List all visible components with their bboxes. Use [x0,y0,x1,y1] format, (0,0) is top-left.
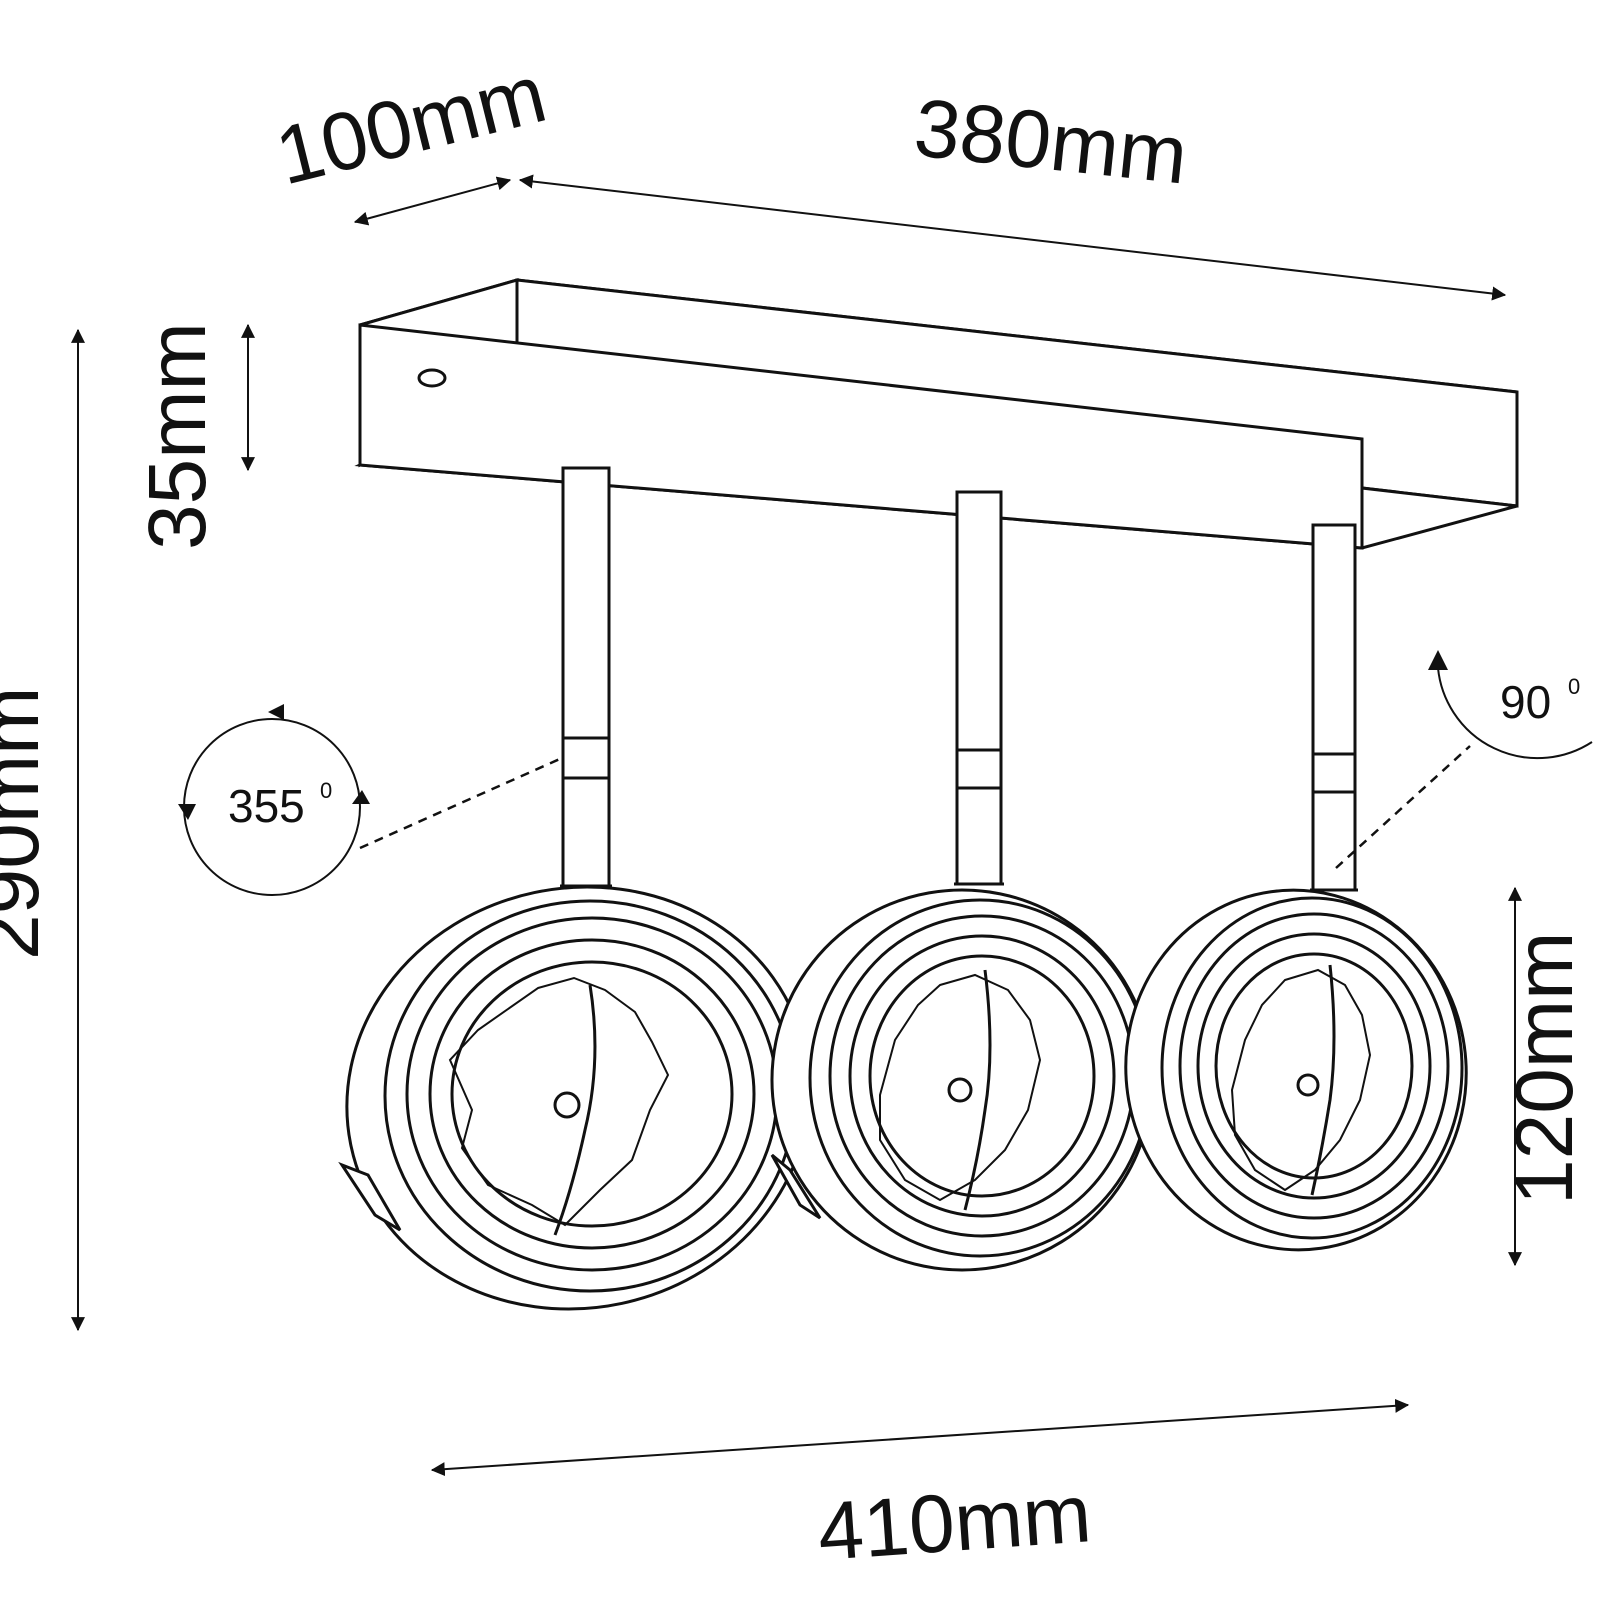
spotlight-right [1124,523,1468,1252]
ceiling-bar [354,278,1519,550]
length-dimension-line [518,174,1507,301]
horizontal-rotation-indicator: 355 0 [178,704,563,896]
tilt-rotation-value: 90 [1500,676,1551,728]
tilt-rotation-unit: 0 [1568,674,1580,699]
total-height-label: 290mm [0,687,56,960]
depth-label: 100mm [267,48,554,202]
length-label: 380mm [910,82,1191,201]
horizontal-rotation-value: 355 [228,780,305,832]
depth-dimension-line [353,176,512,226]
mounting-hole-icon [417,368,447,388]
head-height-label: 120mm [1499,932,1590,1205]
spotlight-middle [770,490,1154,1272]
total-width-dimension-line [430,1398,1410,1477]
tilt-rotation-indicator: 90 0 [1335,650,1593,869]
horizontal-rotation-unit: 0 [320,778,332,803]
spotlight-left [338,466,811,1311]
bar-height-label: 35mm [132,322,223,550]
total-width-label: 410mm [815,1468,1094,1578]
tilt-arrow-icon [1437,667,1593,760]
